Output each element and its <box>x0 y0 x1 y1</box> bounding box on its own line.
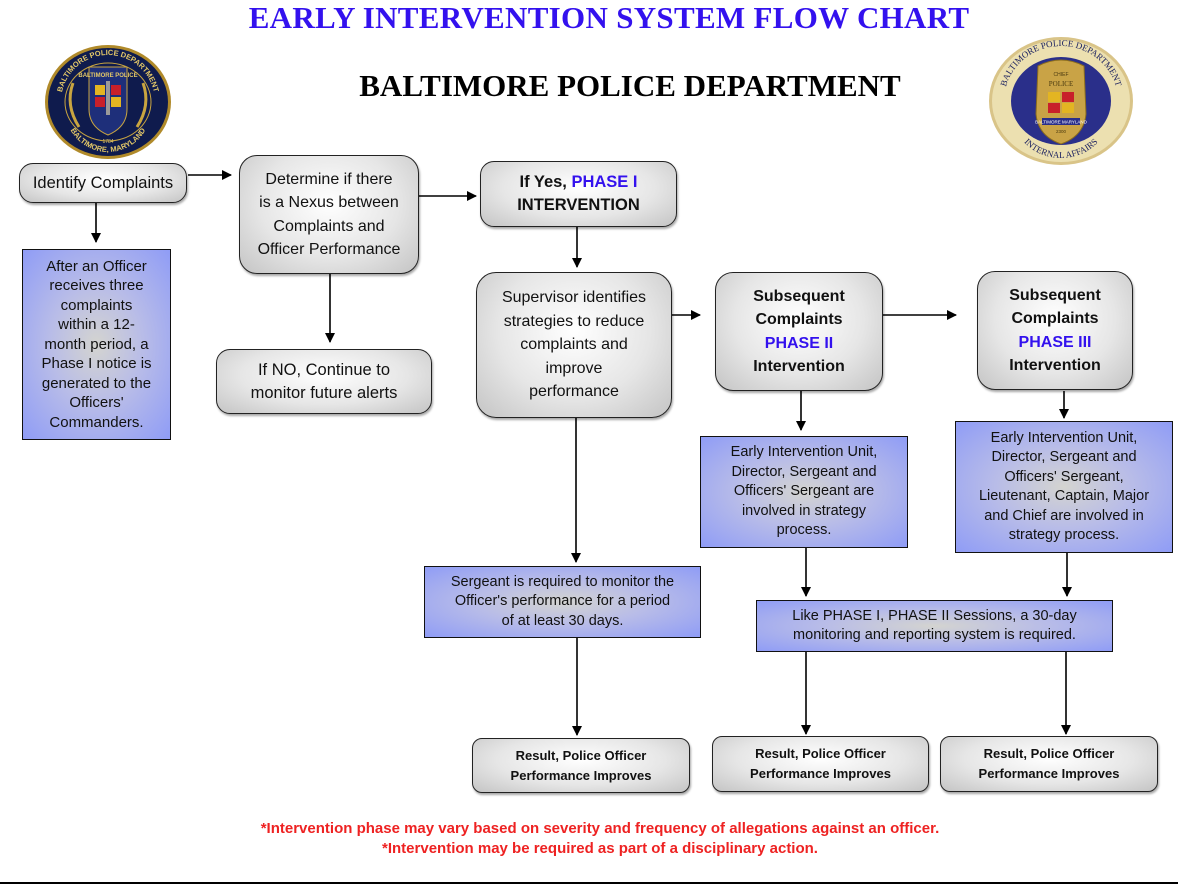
phase2-line: Complaints <box>755 311 843 328</box>
phase3-involved-line: Officers' Sergeant, <box>1004 468 1124 485</box>
nexus-line: is a Nexus between <box>259 194 399 211</box>
if-no-box: If NO, Continue to monitor future alerts <box>216 349 432 414</box>
sergeant-monitor-box: Sergeant is required to monitor the Offi… <box>424 566 701 638</box>
phase2-line: Intervention <box>753 358 845 375</box>
result-line: Result, Police Officer <box>755 746 886 761</box>
phase3-label: PHASE III <box>1018 333 1092 351</box>
notice-line: Phase I notice is <box>41 355 152 373</box>
phase3-line: Intervention <box>1009 357 1101 374</box>
supervisor-line: improve <box>545 359 603 377</box>
notice-line: generated to the <box>41 374 152 392</box>
phase1-label: PHASE I <box>571 173 638 191</box>
like-phase-monitoring-box: Like PHASE I, PHASE II Sessions, a 30-da… <box>756 600 1113 652</box>
internal-affairs-seal-icon: BALTIMORE POLICE DEPARTMENT INTERNAL AFF… <box>989 37 1133 165</box>
result-line: Performance Improves <box>510 767 652 783</box>
identify-complaints-text: Identify Complaints <box>32 173 174 192</box>
phase3-involved-box: Early Intervention Unit, Director, Serge… <box>955 421 1173 553</box>
notice-line: Commanders. <box>49 413 144 431</box>
sergeant-monitor-line: Officer's performance for a period <box>454 593 671 610</box>
seal-left-shield-text: BALTIMORE POLICE <box>78 73 137 79</box>
supervisor-line: complaints and <box>520 336 628 354</box>
supervisor-line: Supervisor identifies <box>501 289 647 307</box>
if-yes-prefix: If Yes, <box>519 173 572 191</box>
page-title: EARLY INTERVENTION SYSTEM FLOW CHART <box>248 0 970 35</box>
result-line: Performance Improves <box>750 766 891 781</box>
seal-right-badge-top-text: CHIEF <box>1054 72 1069 78</box>
supervisor-strategies-box: Supervisor identifies strategies to redu… <box>476 272 672 418</box>
like-phase-line: monitoring and reporting system is requi… <box>793 627 1076 643</box>
result-line: Result, Police Officer <box>983 746 1115 761</box>
result-box-1: Result, Police Officer Performance Impro… <box>472 738 690 793</box>
if-yes-line: If Yes, PHASE I <box>519 171 637 194</box>
baltimore-police-seal-icon: BALTIMORE POLICE DEPARTMENT BALTIMORE, M… <box>45 45 171 159</box>
supervisor-line: performance <box>529 383 619 401</box>
phase3-line: Subsequent <box>1009 286 1101 304</box>
notice-line: month period, a <box>44 335 149 353</box>
if-yes-phase1-box: If Yes, PHASE I INTERVENTION <box>480 161 677 227</box>
nexus-box: Determine if there is a Nexus between Co… <box>239 155 419 274</box>
phase2-box: Subsequent Complaints PHASE II Intervent… <box>715 272 883 391</box>
result-line: Performance Improves <box>978 766 1120 781</box>
phase1-notice-box: After an Officer receives three complain… <box>22 249 171 440</box>
seal-right-badge-text: POLICE <box>1049 80 1074 88</box>
if-yes-suffix: INTERVENTION <box>517 196 640 214</box>
phase3-involved-line: Early Intervention Unit, <box>990 429 1138 446</box>
seal-right-number-text: 2300 <box>1056 129 1067 134</box>
phase2-involved-box: Early Intervention Unit, Director, Serge… <box>700 436 908 548</box>
phase3-box: Subsequent Complaints PHASE III Interven… <box>977 271 1133 390</box>
result-box-2: Result, Police Officer Performance Impro… <box>712 736 929 792</box>
phase2-involved-line: Officers' Sergeant are <box>733 483 875 500</box>
if-no-line: If NO, Continue to <box>257 360 391 379</box>
sergeant-monitor-line: Sergeant is required to monitor the <box>450 573 675 590</box>
phase3-involved-line: and Chief are involved in <box>984 507 1144 524</box>
nexus-line: Determine if there <box>265 170 393 188</box>
notice-line: After an Officer <box>46 257 147 275</box>
seal-left-year-text: 1784 <box>102 139 113 145</box>
identify-complaints-box: Identify Complaints <box>19 163 187 203</box>
result-box-3: Result, Police Officer Performance Impro… <box>940 736 1158 792</box>
phase2-line: Subsequent <box>753 287 845 305</box>
phase3-involved-line: Director, Sergeant and <box>991 449 1137 465</box>
bottom-divider <box>0 882 1178 884</box>
notice-line: Officers' <box>69 394 124 412</box>
footnote-2: *Intervention may be required as part of… <box>382 840 818 857</box>
footnote-1: *Intervention phase may vary based on se… <box>260 820 940 837</box>
page-subtitle: BALTIMORE POLICE DEPARTMENT <box>359 68 901 103</box>
phase2-label: PHASE II <box>764 334 834 352</box>
nexus-line: Complaints and <box>273 217 385 235</box>
if-no-line: monitor future alerts <box>250 383 398 402</box>
phase3-involved-line: Lieutenant, Captain, Major <box>978 488 1150 504</box>
notice-line: complaints <box>60 296 133 314</box>
phase3-involved-line: strategy process. <box>1008 527 1120 543</box>
supervisor-line: strategies to reduce <box>503 312 645 330</box>
sergeant-monitor-line: of at least 30 days. <box>501 612 624 629</box>
like-phase-line: Like PHASE I, PHASE II Sessions, a 30-da… <box>792 607 1077 624</box>
phase2-involved-line: Early Intervention Unit, <box>730 444 878 461</box>
notice-line: receives three <box>49 277 144 295</box>
notice-line: within a 12- <box>58 316 135 334</box>
phase2-involved-line: process. <box>776 522 832 539</box>
seal-right-banner-text: BALTIMORE MARYLAND <box>1035 120 1088 125</box>
phase3-line: Complaints <box>1011 310 1099 327</box>
phase2-involved-line: involved in strategy <box>741 502 867 519</box>
result-line: Result, Police Officer <box>515 747 647 763</box>
phase2-involved-line: Director, Sergeant and <box>731 463 877 480</box>
nexus-line: Officer Performance <box>257 241 401 258</box>
